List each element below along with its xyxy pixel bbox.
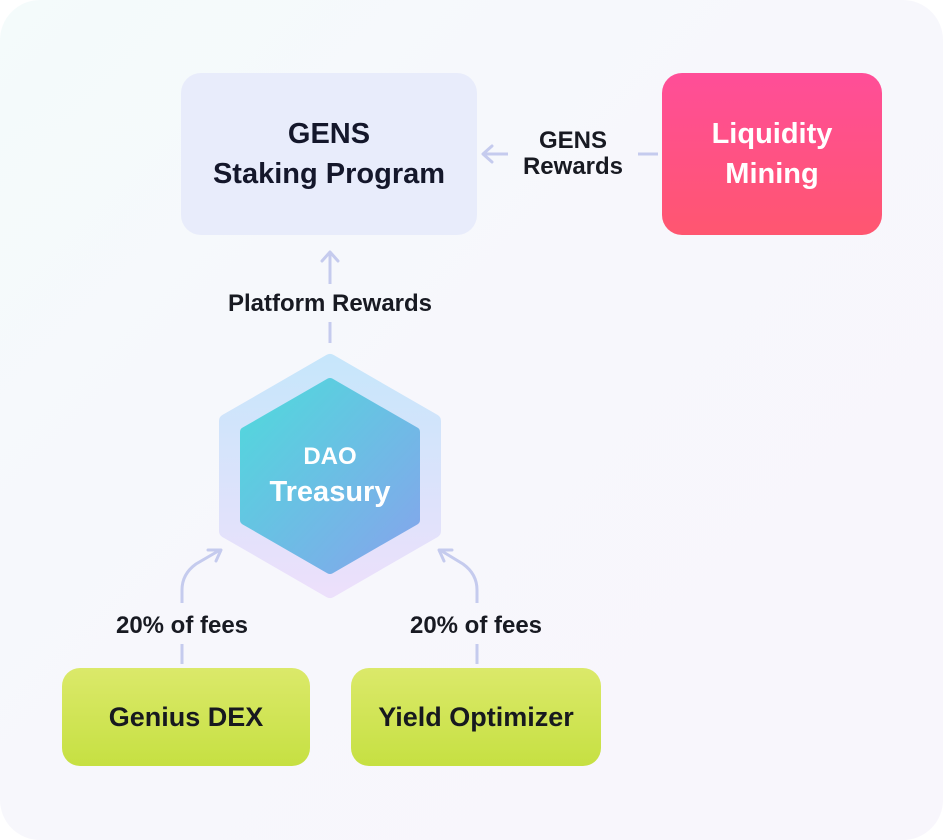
- staking-program-title: GENS: [287, 118, 371, 150]
- genius-dex-label: Genius DEX: [108, 701, 264, 732]
- gens-rewards-label-line2: Rewards: [522, 153, 624, 180]
- edge-fees-dex: [180, 548, 223, 664]
- arrowhead-diagonal: [437, 548, 454, 563]
- connector-curve: [439, 548, 479, 603]
- arrowhead-diagonal: [206, 548, 223, 563]
- treasury-hexagon: [219, 354, 441, 598]
- liquidity-mining-line2: Mining: [725, 158, 819, 190]
- arrowhead-up: [320, 250, 340, 263]
- liquidity-mining-node: Liquidity Mining: [662, 73, 882, 235]
- gens-rewards-label-line1: GENS: [538, 127, 607, 154]
- edge-fees-yield: [437, 548, 479, 664]
- arrowhead-left: [481, 144, 494, 164]
- edge-platform-rewards: [320, 250, 340, 343]
- treasury-label-line2: Treasury: [269, 476, 391, 508]
- yield-optimizer-label: Yield Optimizer: [378, 701, 574, 732]
- treasury-label-line1: DAO: [303, 443, 357, 470]
- staking-program-node: GENS Staking Program: [181, 73, 477, 235]
- edge-gens-rewards: [481, 144, 658, 164]
- staking-program-subtitle: Staking Program: [212, 158, 446, 190]
- treasury-hexagon-inner: [240, 378, 420, 574]
- liquidity-mining-line1: Liquidity: [711, 118, 833, 150]
- platform-rewards-label: Platform Rewards: [227, 290, 433, 317]
- fees-yield-label: 20% of fees: [409, 612, 543, 639]
- connector-curve: [180, 548, 221, 603]
- treasury-label: DAO Treasury: [240, 440, 420, 510]
- fees-dex-label: 20% of fees: [115, 612, 249, 639]
- yield-optimizer-node: Yield Optimizer: [351, 668, 601, 766]
- gens-rewards-label: GENS Rewards: [508, 128, 638, 180]
- genius-dex-node: Genius DEX: [62, 668, 310, 766]
